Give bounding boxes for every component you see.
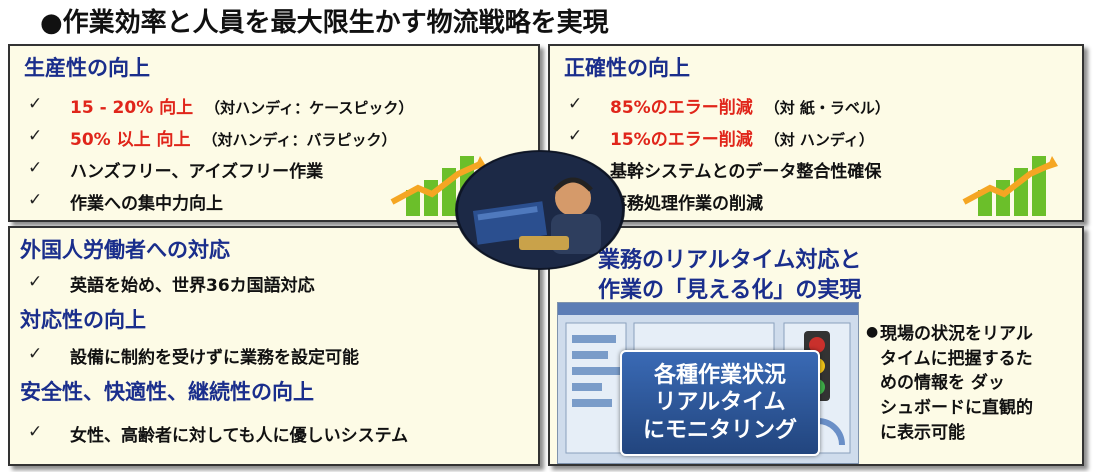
productivity-item: ハンズフリー、アイズフリー作業 <box>70 162 324 182</box>
check-icon: ✓ <box>28 190 43 210</box>
workforce-item: 英語を始め、世界36カ国語対応 <box>70 276 315 296</box>
worker-illustration <box>458 152 622 268</box>
check-icon: ✓ <box>28 94 43 114</box>
check-icon: ✓ <box>568 126 583 146</box>
check-icon: ✓ <box>28 272 43 292</box>
workforce-item: 設備に制約を受けずに業務を設定可能 <box>70 348 359 368</box>
worker-photo <box>455 150 625 270</box>
dashboard-description: ● 現場の状況をリアル タイムに把握するた めの情報を ダッ シュボードに直観的… <box>866 324 1033 443</box>
productivity-item: 15 - 20% 向上 （対ハンディ：ケースピック） <box>70 98 414 118</box>
productivity-item: 作業への集中力向上 <box>70 194 223 214</box>
foreign-workers-heading: 外国人労働者への対応 <box>20 238 230 262</box>
safety-heading: 安全性、快適性、継続性の向上 <box>20 380 314 404</box>
productivity-panel: 生産性の向上 ✓ 15 - 20% 向上 （対ハンディ：ケースピック） ✓ 50… <box>8 44 540 222</box>
productivity-item: 50% 以上 向上 （対ハンディ：バラピック） <box>70 130 397 150</box>
accuracy-item: 85%のエラー削減 （対 紙・ラベル） <box>610 98 890 118</box>
realtime-heading-line2: 作業の「見える化」の実現 <box>598 278 862 303</box>
workforce-panel: 外国人労働者への対応 ✓ 英語を始め、世界36カ国語対応 対応性の向上 ✓ 設備… <box>8 226 540 466</box>
bullet-icon: ● <box>866 324 879 340</box>
accuracy-item: 基幹システムとのデータ整合性確保 <box>610 162 882 182</box>
responsiveness-heading: 対応性の向上 <box>20 308 146 332</box>
realtime-heading-line1: 業務のリアルタイム対応と <box>598 248 862 273</box>
accuracy-item: 15%のエラー削減 （対 ハンディ） <box>610 130 874 150</box>
accuracy-panel: 正確性の向上 ✓ 85%のエラー削減 （対 紙・ラベル） ✓ 15%のエラー削減… <box>548 44 1084 222</box>
check-icon: ✓ <box>28 158 43 178</box>
accuracy-item: 事務処理作業の削減 <box>610 194 763 214</box>
check-icon: ✓ <box>28 344 43 364</box>
accuracy-heading: 正確性の向上 <box>564 56 690 80</box>
monitoring-callout: 各種作業状況 リアルタイム にモニタリング <box>620 350 820 456</box>
productivity-heading: 生産性の向上 <box>24 56 150 80</box>
dashboard-titlebar <box>558 303 858 315</box>
page-title: ●作業効率と人員を最大限生かす物流戦略を実現 <box>40 7 609 38</box>
workforce-item: 女性、高齢者に対しても人に優しいシステム <box>70 426 409 446</box>
growth-chart-icon <box>962 156 1058 216</box>
check-icon: ✓ <box>28 422 43 442</box>
check-icon: ✓ <box>28 126 43 146</box>
check-icon: ✓ <box>568 94 583 114</box>
